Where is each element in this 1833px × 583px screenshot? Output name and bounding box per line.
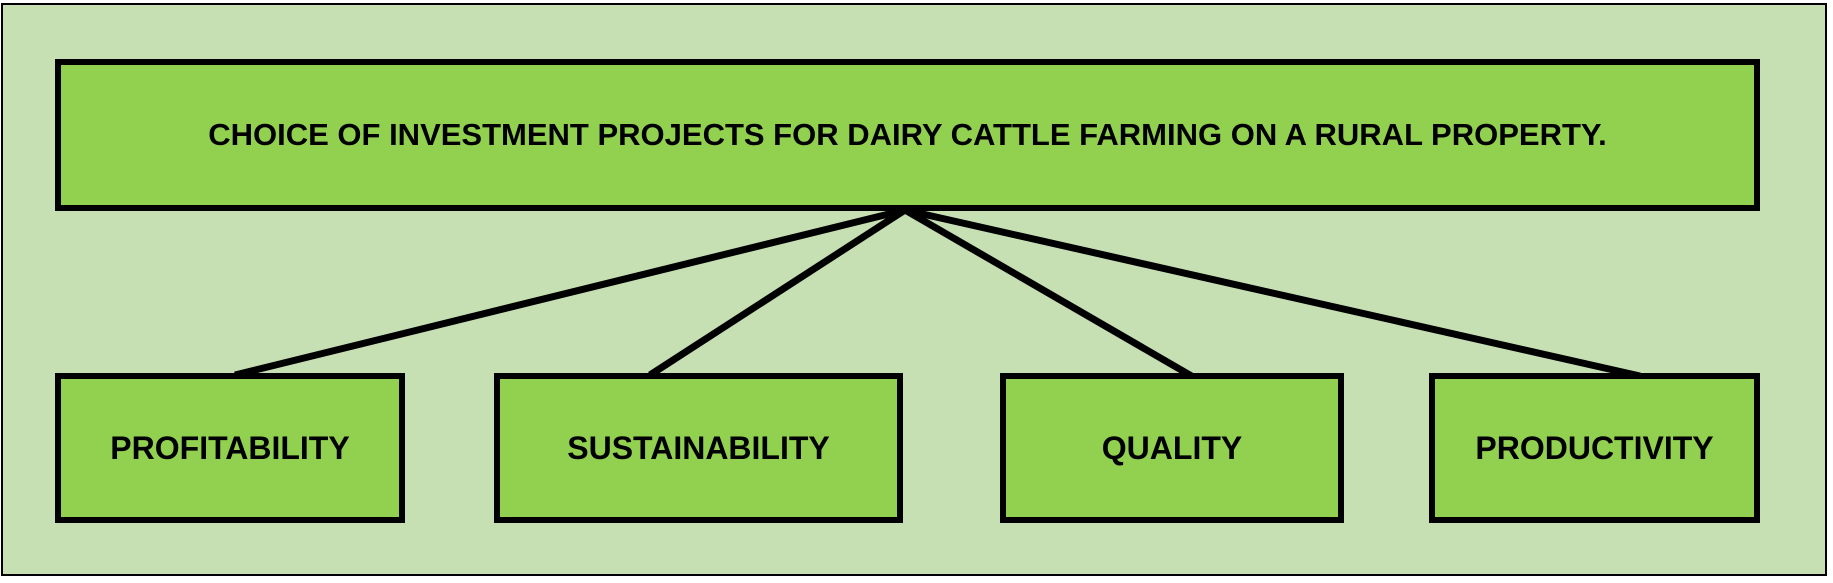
child-node-sustainability: SUSTAINABILITY bbox=[494, 373, 903, 523]
child-node-label: PRODUCTIVITY bbox=[1475, 429, 1714, 466]
child-node-productivity: PRODUCTIVITY bbox=[1429, 373, 1760, 523]
child-node-profitability: PROFITABILITY bbox=[55, 373, 405, 523]
child-node-label: QUALITY bbox=[1101, 429, 1243, 466]
child-node-label: SUSTAINABILITY bbox=[567, 429, 830, 466]
connector-sustainability bbox=[648, 207, 907, 378]
child-node-quality: QUALITY bbox=[1000, 373, 1344, 523]
connector-productivity bbox=[904, 206, 1641, 380]
connector-profitability bbox=[234, 206, 906, 379]
root-node-label: CHOICE OF INVESTMENT PROJECTS FOR DAIRY … bbox=[208, 117, 1607, 152]
child-node-label: PROFITABILITY bbox=[110, 429, 350, 466]
root-node: CHOICE OF INVESTMENT PROJECTS FOR DAIRY … bbox=[55, 59, 1760, 211]
connector-quality bbox=[903, 206, 1197, 382]
